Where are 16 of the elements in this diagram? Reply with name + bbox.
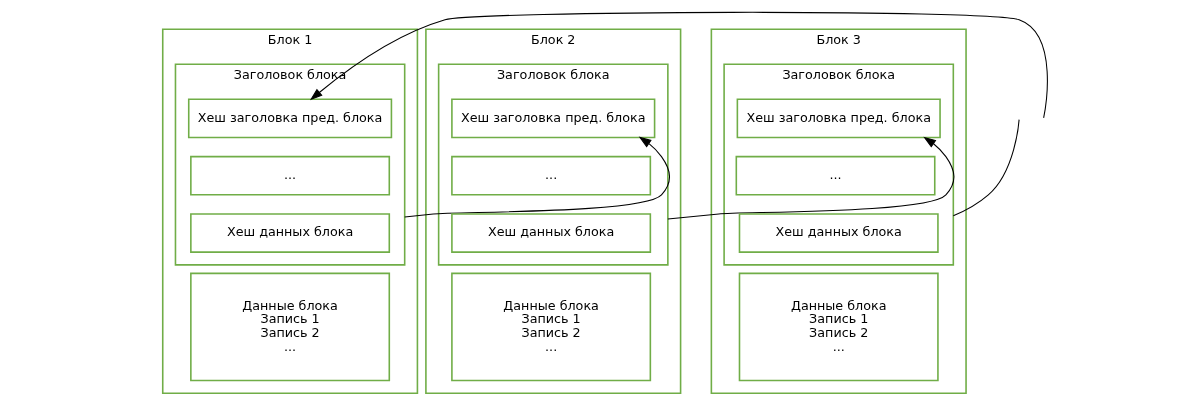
node-box: ... [189, 155, 390, 196]
arrow [309, 11, 1048, 119]
node-box: Хеш заголовка пред. блока [450, 98, 655, 139]
node-box: Хеш заголовка пред. блока [736, 98, 941, 139]
node-box: Хеш данных блока [738, 213, 939, 253]
node-box: Хеш данных блока [450, 213, 651, 253]
node-box: Хеш данных блока [189, 213, 390, 253]
node-box: Данные блока Запись 1 Запись 2 ... [189, 272, 390, 382]
node-box: ... [450, 155, 651, 196]
arrow [666, 136, 954, 220]
arrow [403, 136, 670, 218]
node-box: Хеш заголовка пред. блока [187, 98, 392, 139]
node-box: Данные блока Запись 1 Запись 2 ... [738, 272, 939, 382]
node-box: ... [735, 155, 936, 196]
node-box: Данные блока Запись 1 Запись 2 ... [450, 272, 651, 382]
connector [952, 119, 1020, 217]
